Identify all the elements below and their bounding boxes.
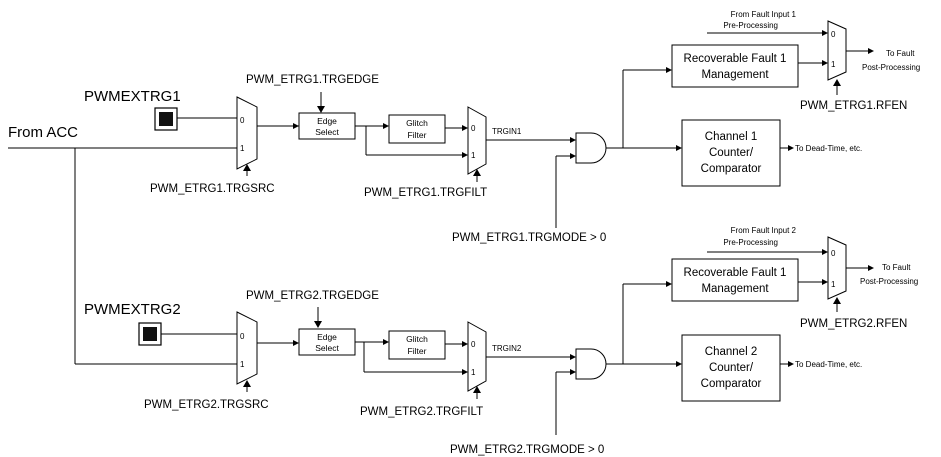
svg-text:Comparator: Comparator: [701, 163, 762, 175]
and-gate-2: [575, 348, 607, 380]
pwmextrg2-pin: [138, 322, 162, 346]
to-fault-post-1-label: Post-Processing: [862, 63, 920, 72]
glitch-filter-2: Glitch Filter: [388, 330, 446, 360]
to-fault-1-label: To Fault: [886, 49, 915, 58]
svg-text:Recoverable Fault 1: Recoverable Fault 1: [684, 267, 787, 279]
from-acc-label: From ACC: [8, 124, 78, 141]
glitch-filter-1: Glitch Filter: [388, 114, 446, 144]
trgedge-1-label: PWM_ETRG1.TRGEDGE: [246, 74, 379, 86]
trgsrc-1-label: PWM_ETRG1.TRGSRC: [150, 183, 275, 195]
from-acc-input: From ACC: [8, 124, 237, 365]
svg-text:0: 0: [240, 332, 245, 341]
svg-text:0: 0: [240, 116, 245, 125]
recoverable-fault-1-box: Recoverable Fault 1 Management: [671, 44, 799, 88]
fault-input-1-label: From Fault Input 1: [731, 10, 797, 19]
svg-text:0: 0: [831, 30, 836, 39]
rfen-mux-2: 0 1: [827, 236, 847, 300]
edge-select-2: Edge Select: [298, 328, 356, 356]
svg-text:Recoverable Fault 1: Recoverable Fault 1: [684, 53, 787, 65]
trgsrc-2-label: PWM_ETRG2.TRGSRC: [144, 399, 269, 411]
svg-text:Filter: Filter: [408, 346, 427, 356]
svg-text:0: 0: [831, 249, 836, 258]
svg-text:Counter/: Counter/: [709, 147, 754, 159]
channel-1-path: PWMEXTRG1 0 1 PWM_ETRG1.TRGSRC PWM_ETRG1…: [84, 10, 920, 244]
channel-2-path: PWMEXTRG2 0 1 PWM_ETRG2.TRGSRC PWM_ETRG2…: [84, 226, 918, 456]
svg-text:Filter: Filter: [408, 130, 427, 140]
svg-text:1: 1: [471, 368, 476, 377]
svg-text:Comparator: Comparator: [701, 378, 762, 390]
pwmextrg2-label: PWMEXTRG2: [84, 301, 181, 318]
to-deadtime-1-label: To Dead-Time, etc.: [795, 144, 862, 153]
trgsrc-mux-1: 0 1: [236, 96, 258, 170]
svg-text:Glitch: Glitch: [406, 118, 428, 128]
and-gate-1: [575, 132, 607, 164]
to-fault-post-2-label: Post-Processing: [860, 277, 918, 286]
rfen-1-label: PWM_ETRG1.RFEN: [800, 100, 907, 112]
fault-preproc-1-label: Pre-Processing: [723, 21, 778, 30]
trgfilt-mux-1: 0 1: [467, 106, 487, 175]
svg-text:0: 0: [471, 340, 476, 349]
svg-text:1: 1: [471, 151, 476, 160]
svg-text:Edge: Edge: [317, 332, 337, 342]
svg-text:0: 0: [471, 124, 476, 133]
svg-text:Glitch: Glitch: [406, 334, 428, 344]
to-deadtime-2-label: To Dead-Time, etc.: [795, 360, 862, 369]
fault-preproc-2-label: Pre-Processing: [723, 238, 778, 247]
rfen-2-label: PWM_ETRG2.RFEN: [800, 318, 907, 330]
svg-text:Select: Select: [315, 127, 339, 137]
svg-text:Counter/: Counter/: [709, 362, 754, 374]
trgmode-2-label: PWM_ETRG2.TRGMODE > 0: [450, 444, 604, 456]
trgin1-label: TRGIN1: [492, 127, 522, 136]
svg-text:Management: Management: [701, 283, 769, 295]
svg-text:Channel 1: Channel 1: [705, 131, 757, 143]
svg-text:1: 1: [831, 280, 836, 289]
pwmextrg1-label: PWMEXTRG1: [84, 88, 181, 105]
trgmode-1-label: PWM_ETRG1.TRGMODE > 0: [452, 232, 606, 244]
channel-2-counter-box: Channel 2 Counter/ Comparator: [681, 334, 781, 402]
edge-select-1: Edge Select: [298, 112, 356, 140]
svg-text:1: 1: [831, 60, 836, 69]
recoverable-fault-2-box: Recoverable Fault 1 Management: [671, 258, 799, 302]
to-fault-2-label: To Fault: [882, 263, 911, 272]
svg-text:1: 1: [240, 144, 245, 153]
svg-text:Channel 2: Channel 2: [705, 346, 757, 358]
trgfilt-mux-2: 0 1: [467, 321, 487, 392]
trgfilt-1-label: PWM_ETRG1.TRGFILT: [364, 187, 487, 199]
svg-text:Select: Select: [315, 343, 339, 353]
rfen-mux-1: 0 1: [827, 20, 847, 81]
trgedge-2-label: PWM_ETRG2.TRGEDGE: [246, 290, 379, 302]
svg-text:1: 1: [240, 360, 245, 369]
fault-input-2-label: From Fault Input 2: [731, 226, 797, 235]
pwmextrg1-pin: [154, 107, 178, 131]
trgfilt-2-label: PWM_ETRG2.TRGFILT: [360, 406, 483, 418]
svg-text:Edge: Edge: [317, 116, 337, 126]
trgsrc-mux-2: 0 1: [236, 311, 258, 385]
channel-1-counter-box: Channel 1 Counter/ Comparator: [681, 119, 781, 187]
trgin2-label: TRGIN2: [492, 344, 522, 353]
svg-text:Management: Management: [701, 69, 769, 81]
